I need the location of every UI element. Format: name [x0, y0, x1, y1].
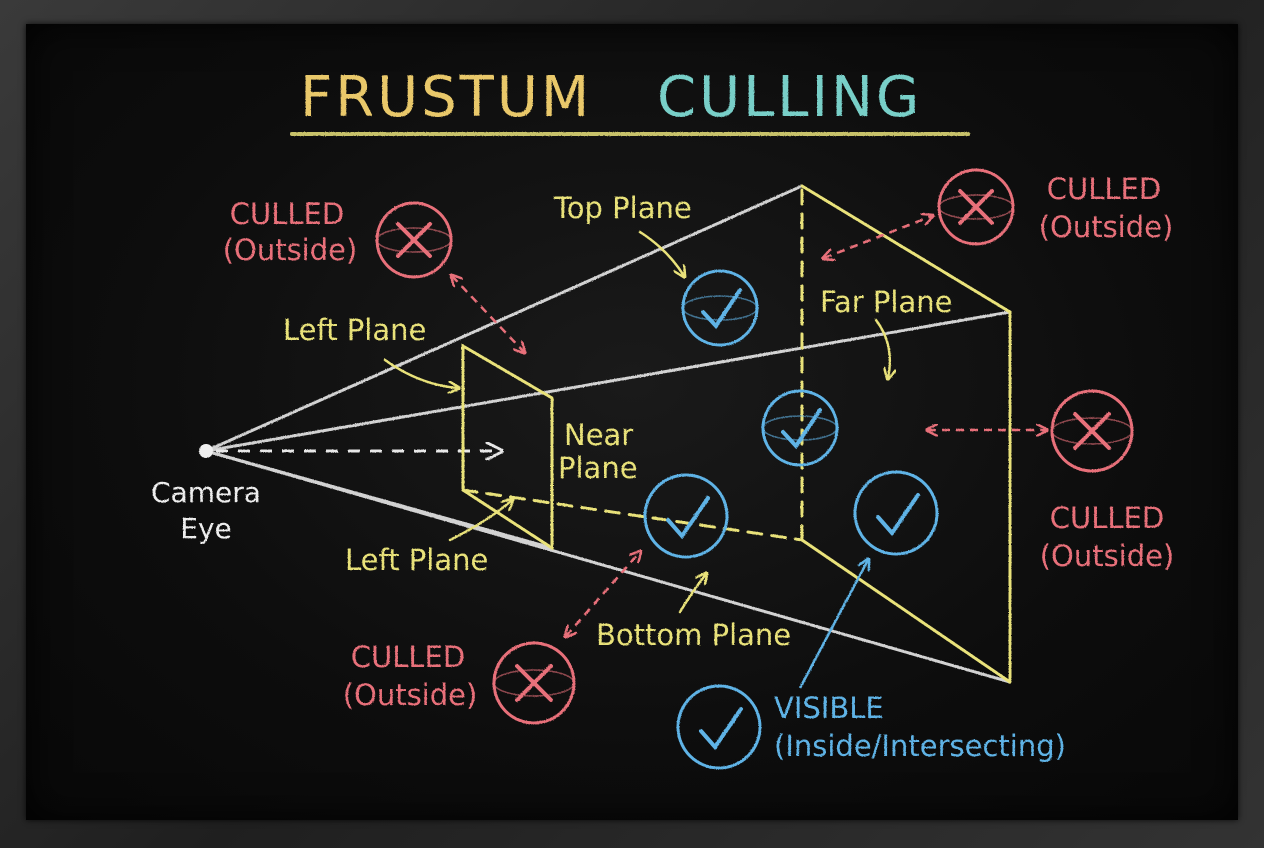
yellow-pointer-arrows — [383, 230, 890, 614]
culled-label-line1: CULLED — [351, 640, 465, 674]
x-sphere-icon — [492, 641, 576, 725]
title-word-frustum: FRUSTUM — [300, 65, 592, 130]
far-plane-label: Far Plane — [820, 285, 952, 319]
check-circle-icon — [853, 470, 939, 556]
near-plane-shape — [461, 343, 554, 551]
camera-label-line1: Camera — [151, 476, 261, 509]
culled-label-line1: CULLED — [1050, 501, 1164, 535]
culled-boundary-arrows — [452, 216, 1046, 636]
culled-label-line1: CULLED — [230, 197, 344, 231]
x-sphere-icon — [937, 168, 1015, 246]
visible-label-line2: (Inside/Intersecting) — [774, 729, 1066, 763]
bottom-plane-label: Bottom Plane — [596, 618, 791, 652]
x-sphere-icon — [1050, 389, 1134, 473]
chalkboard: FRUSTUM CULLING Camera Eye Top Plane Lef… — [26, 24, 1238, 820]
visible-pointer-arrow — [798, 560, 868, 689]
check-circle-icon — [761, 389, 839, 467]
x-sphere-icon — [375, 201, 453, 279]
left-plane-label-top: Left Plane — [283, 313, 426, 347]
camera-eye-point — [199, 444, 213, 458]
camera-label-line2: Eye — [180, 512, 232, 545]
culled-label-line2: (Outside) — [223, 233, 358, 267]
near-plane-label-line2: Plane — [558, 451, 638, 485]
culled-label-line1: CULLED — [1047, 172, 1161, 206]
culled-label-line2: (Outside) — [343, 678, 478, 712]
check-circle-icon — [676, 684, 762, 770]
visible-label-line1: VISIBLE — [774, 691, 884, 725]
check-circle-icon — [643, 473, 729, 559]
far-plane-shape — [461, 184, 1012, 684]
culled-label-line2: (Outside) — [1040, 539, 1175, 573]
visible-objects — [643, 269, 939, 770]
culled-objects — [375, 168, 1134, 725]
near-plane-label-line1: Near — [564, 418, 633, 452]
left-plane-label-bottom: Left Plane — [345, 543, 488, 577]
top-plane-label: Top Plane — [553, 191, 692, 225]
frustum-diagram: FRUSTUM CULLING Camera Eye Top Plane Lef… — [151, 65, 1175, 770]
culled-label-line2: (Outside) — [1039, 210, 1174, 244]
title-word-culling: CULLING — [657, 65, 922, 130]
check-circle-icon — [681, 269, 759, 347]
